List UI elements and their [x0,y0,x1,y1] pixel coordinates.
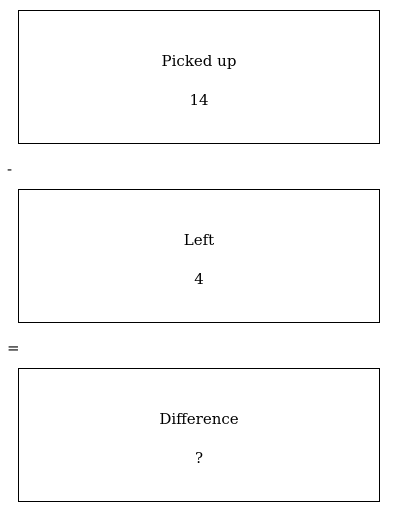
box-label: Picked up [161,52,237,70]
minus-operator: - [7,160,13,178]
box-label: Left [183,231,215,249]
box-picked-up: Picked up 14 [18,10,380,144]
box-difference: Difference ? [18,368,380,502]
box-label: Difference [159,410,239,428]
box-left: Left 4 [18,189,380,323]
box-value: 4 [194,270,204,288]
box-value: ? [194,449,204,467]
box-value: 14 [189,91,209,109]
equals-operator: = [7,339,20,357]
